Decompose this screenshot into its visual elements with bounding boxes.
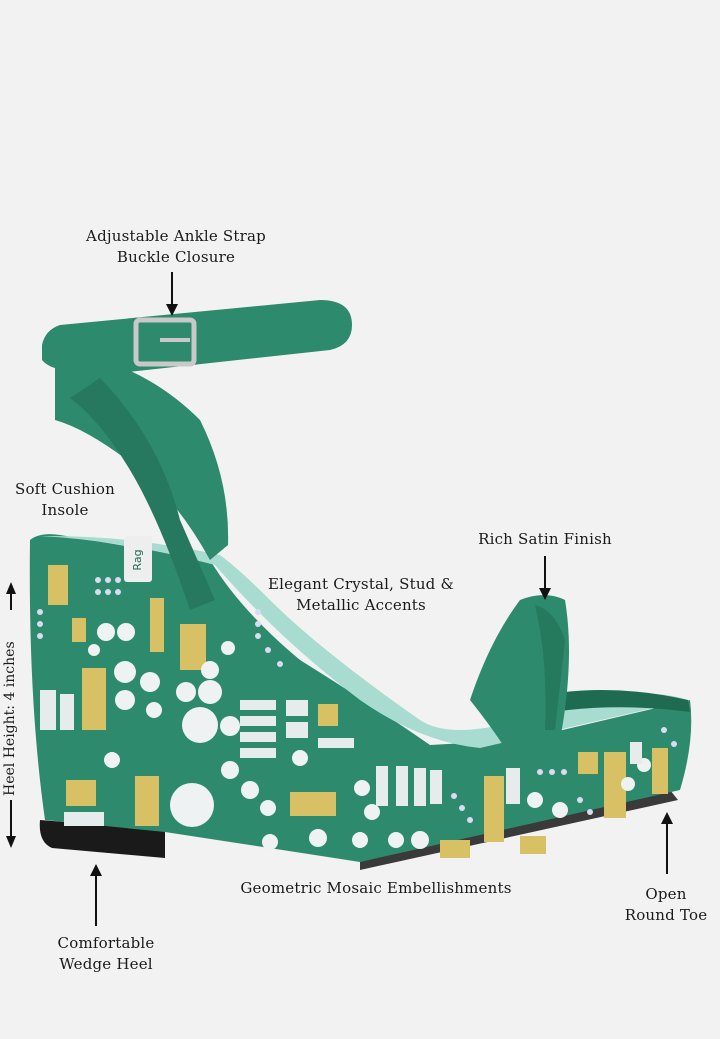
wedge-line1: Comfortable — [57, 934, 155, 952]
ankle-strap-line1: Adjustable Ankle Strap — [86, 227, 266, 245]
cushion-line2: Insole — [41, 501, 89, 519]
toe-strap-shadow — [535, 605, 565, 730]
mosaic-gold-tiles — [48, 565, 668, 858]
brand-tag-text: Rag — [131, 549, 144, 570]
cushion-label: Soft Cushion Insole — [0, 479, 130, 521]
brand-tag — [124, 536, 152, 582]
crystal-label: Elegant Crystal, Stud & Metallic Accents — [256, 574, 466, 616]
mosaic-crystal-dots — [37, 577, 677, 823]
forefoot-sole — [360, 790, 678, 870]
satin-label: Rich Satin Finish — [470, 529, 620, 550]
side-strap — [70, 378, 215, 610]
wedge-body — [29, 534, 692, 862]
toe-line2: Round Toe — [624, 906, 708, 924]
satin-line1: Rich Satin Finish — [478, 530, 612, 548]
cushion-line1: Soft Cushion — [14, 480, 116, 498]
outsole — [39, 820, 165, 858]
wedge-label: Comfortable Wedge Heel — [46, 933, 166, 975]
mosaic-line1: Geometric Mosaic Embellishments — [240, 879, 512, 897]
buckle — [133, 317, 197, 367]
buckle-prong — [160, 338, 190, 342]
heel-height-label: Heel Height: 4 inches — [2, 641, 18, 796]
toe-label: Open Round Toe — [616, 884, 716, 926]
crystal-line2: Metallic Accents — [296, 596, 426, 614]
mosaic-mirror-circles — [88, 623, 651, 850]
toe-line1: Open — [645, 885, 687, 903]
ankle-strap-line2: Buckle Closure — [116, 248, 236, 266]
mosaic-mirror-bars — [40, 690, 642, 826]
crystal-line1: Elegant Crystal, Stud & — [267, 575, 455, 593]
mosaic-label: Geometric Mosaic Embellishments — [236, 878, 516, 899]
ankle-strap-label: Adjustable Ankle Strap Buckle Closure — [76, 226, 276, 268]
wedge-line2: Wedge Heel — [59, 955, 153, 973]
